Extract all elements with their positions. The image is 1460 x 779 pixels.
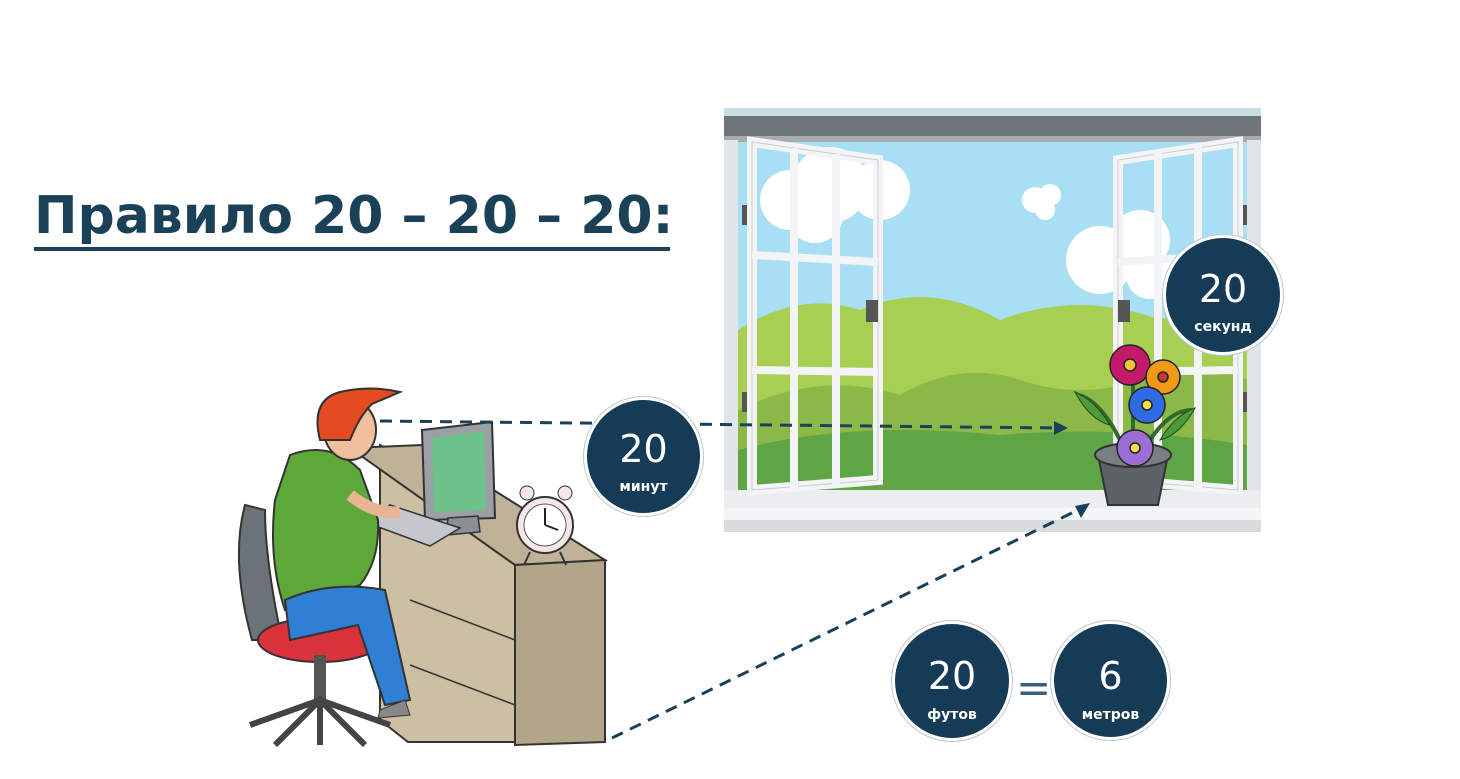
badge-minutes-unit: минут bbox=[619, 479, 668, 495]
badge-seconds-unit: секунд bbox=[1194, 319, 1252, 335]
arrowhead-window bbox=[1054, 421, 1068, 435]
slide-title: Правило 20 – 20 – 20: bbox=[34, 186, 674, 246]
person-at-desk-illustration bbox=[237, 387, 609, 748]
sight-line-distance bbox=[611, 506, 1083, 740]
title-underline bbox=[34, 247, 670, 251]
badge-seconds: 20 секунд bbox=[1166, 238, 1280, 352]
sight-lines bbox=[379, 419, 1083, 740]
badge-seconds-value: 20 bbox=[1198, 267, 1248, 311]
badge-meters-value: 6 bbox=[1098, 654, 1123, 698]
badge-meters-unit: метров bbox=[1081, 707, 1140, 723]
arrowhead-distance bbox=[1075, 503, 1090, 518]
badge-feet: 20 футов bbox=[895, 624, 1009, 738]
flower-pot-illustration bbox=[1073, 344, 1197, 506]
sight-line-to-window bbox=[379, 419, 1063, 430]
equals-sign: = bbox=[1016, 663, 1052, 712]
badge-meters: 6 метров bbox=[1054, 624, 1167, 737]
badge-feet-value: 20 bbox=[927, 654, 977, 698]
badge-feet-unit: футов bbox=[927, 707, 977, 723]
badge-minutes-value: 20 bbox=[619, 427, 668, 471]
badge-minutes: 20 минут bbox=[587, 400, 700, 513]
